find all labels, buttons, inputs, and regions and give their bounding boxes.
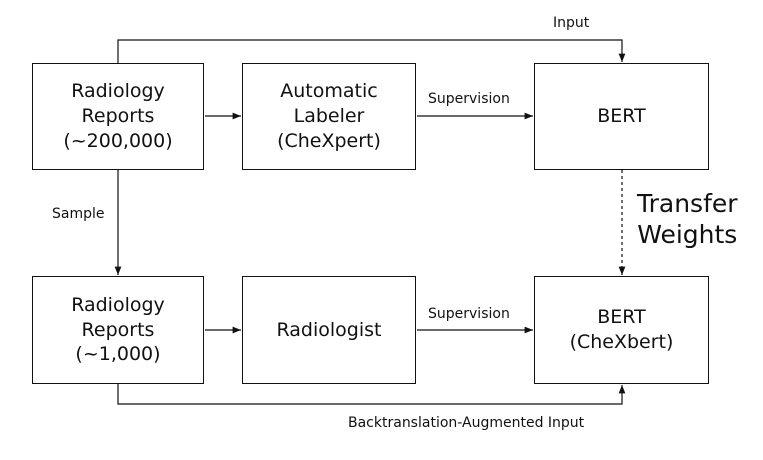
labeler-line2: Labeler xyxy=(293,105,365,128)
chexbert-box: BERT (CheXbert) xyxy=(534,276,709,384)
chexbert-line1: BERT xyxy=(597,306,646,329)
input-label: Input xyxy=(553,15,590,31)
reports-200k-box: Radiology Reports (~200,000) xyxy=(32,63,204,170)
chexbert-line2: (CheXbert) xyxy=(569,331,674,353)
sample-label: Sample xyxy=(52,206,105,222)
reports-1k-line3: (~1,000) xyxy=(75,343,161,366)
backtranslation-connector xyxy=(117,384,626,405)
reports-200k-line3: (~200,000) xyxy=(63,129,173,152)
labeler-line3: (CheXpert) xyxy=(277,129,381,152)
supervision-bottom-label: Supervision xyxy=(428,306,510,322)
input-connector xyxy=(117,39,626,63)
radiologist-box: Radiologist xyxy=(242,276,416,384)
bert-label: BERT xyxy=(597,105,646,128)
reports-200k-line2: Reports xyxy=(81,105,155,128)
supervision-top-label: Supervision xyxy=(428,91,510,107)
bert-box: BERT xyxy=(534,63,709,170)
backtranslation-label: Backtranslation-Augmented Input xyxy=(348,415,585,431)
radiologist-label: Radiologist xyxy=(276,318,382,341)
reports-1k-box: Radiology Reports (~1,000) xyxy=(32,276,204,384)
transfer-weights-label: Transfer Weights xyxy=(637,188,738,251)
automatic-labeler-box: Automatic Labeler (CheXpert) xyxy=(242,63,416,170)
labeler-line1: Automatic xyxy=(280,80,378,103)
reports-1k-line2: Reports xyxy=(81,318,155,341)
reports-200k-line1: Radiology xyxy=(71,80,165,103)
transfer-line1: Transfer xyxy=(637,189,738,218)
transfer-line2: Weights xyxy=(637,220,738,250)
reports-1k-line1: Radiology xyxy=(71,293,165,316)
